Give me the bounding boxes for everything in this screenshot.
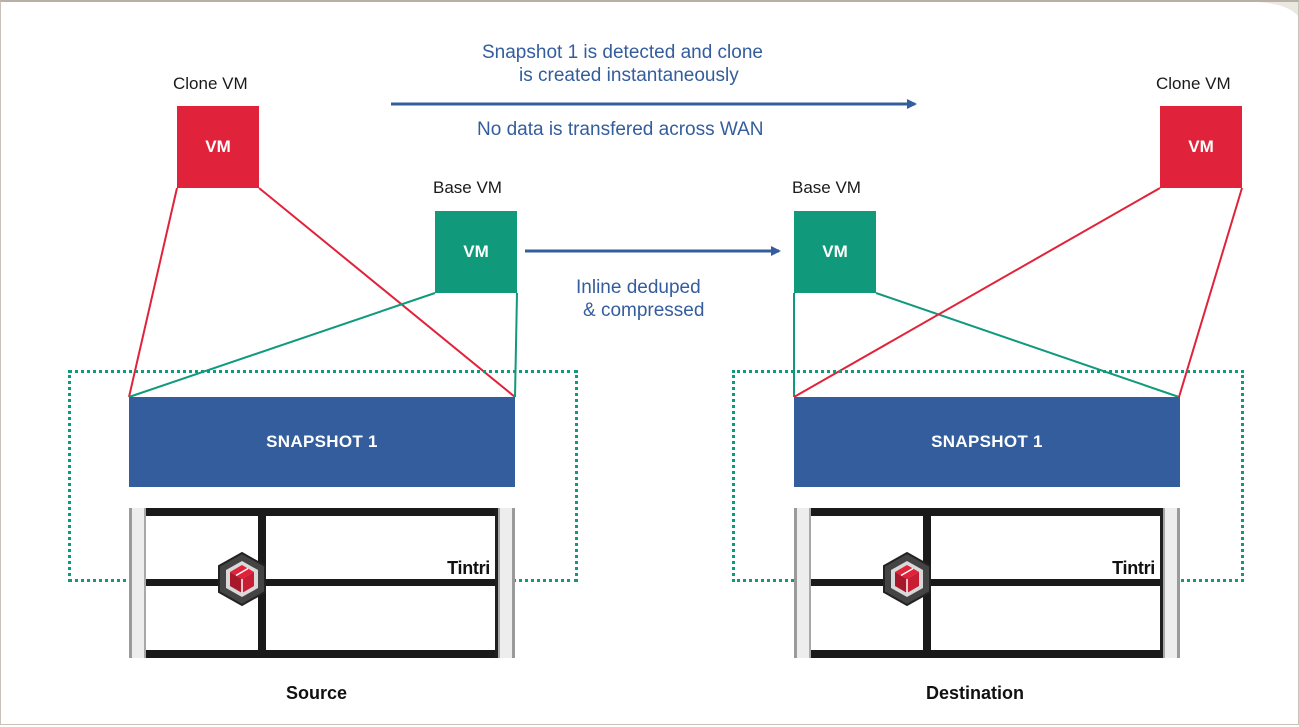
source-clone-vm-label: Clone VM: [173, 74, 248, 93]
source-caption: Source: [286, 683, 348, 703]
source-base-line-left: [128, 292, 436, 398]
top-note-line1: Snapshot 1 is detected and clone: [482, 42, 763, 63]
source-base-line-right: [514, 292, 518, 398]
top-note-line2: is created instantaneously: [519, 65, 739, 86]
destination-tintri-logo: Tintri: [1109, 558, 1158, 579]
source-base-vm-label: Base VM: [433, 178, 502, 197]
corner-curl-decoration: [1258, 2, 1298, 16]
source-clone-line-right: [258, 187, 516, 398]
destination-base-vm-box: VM: [794, 211, 876, 293]
tintri-cube-icon: [883, 551, 931, 607]
tintri-cube-icon: [218, 551, 266, 607]
destination-clone-line-right: [1178, 187, 1243, 398]
middle-note-line1: Inline deduped: [576, 277, 701, 298]
destination-storage-array: Tintri: [794, 508, 1180, 658]
source-clone-line-left: [128, 187, 178, 398]
source-tintri-logo: Tintri: [444, 558, 493, 579]
destination-clone-vm-label: Clone VM: [1156, 74, 1231, 93]
destination-snapshot: SNAPSHOT 1: [794, 397, 1180, 487]
source-base-vm-box: VM: [435, 211, 517, 293]
source-clone-vm-box: VM: [177, 106, 259, 188]
destination-base-line-right: [875, 292, 1180, 398]
top-note-line3: No data is transfered across WAN: [477, 119, 764, 140]
middle-note-line2: & compressed: [583, 300, 705, 321]
destination-base-vm-label: Base VM: [792, 178, 861, 197]
destination-clone-line-left: [793, 187, 1161, 398]
destination-caption: Destination: [926, 683, 1025, 703]
destination-clone-vm-box: VM: [1160, 106, 1242, 188]
source-storage-array: Tintri: [129, 508, 515, 658]
source-snapshot: SNAPSHOT 1: [129, 397, 515, 487]
